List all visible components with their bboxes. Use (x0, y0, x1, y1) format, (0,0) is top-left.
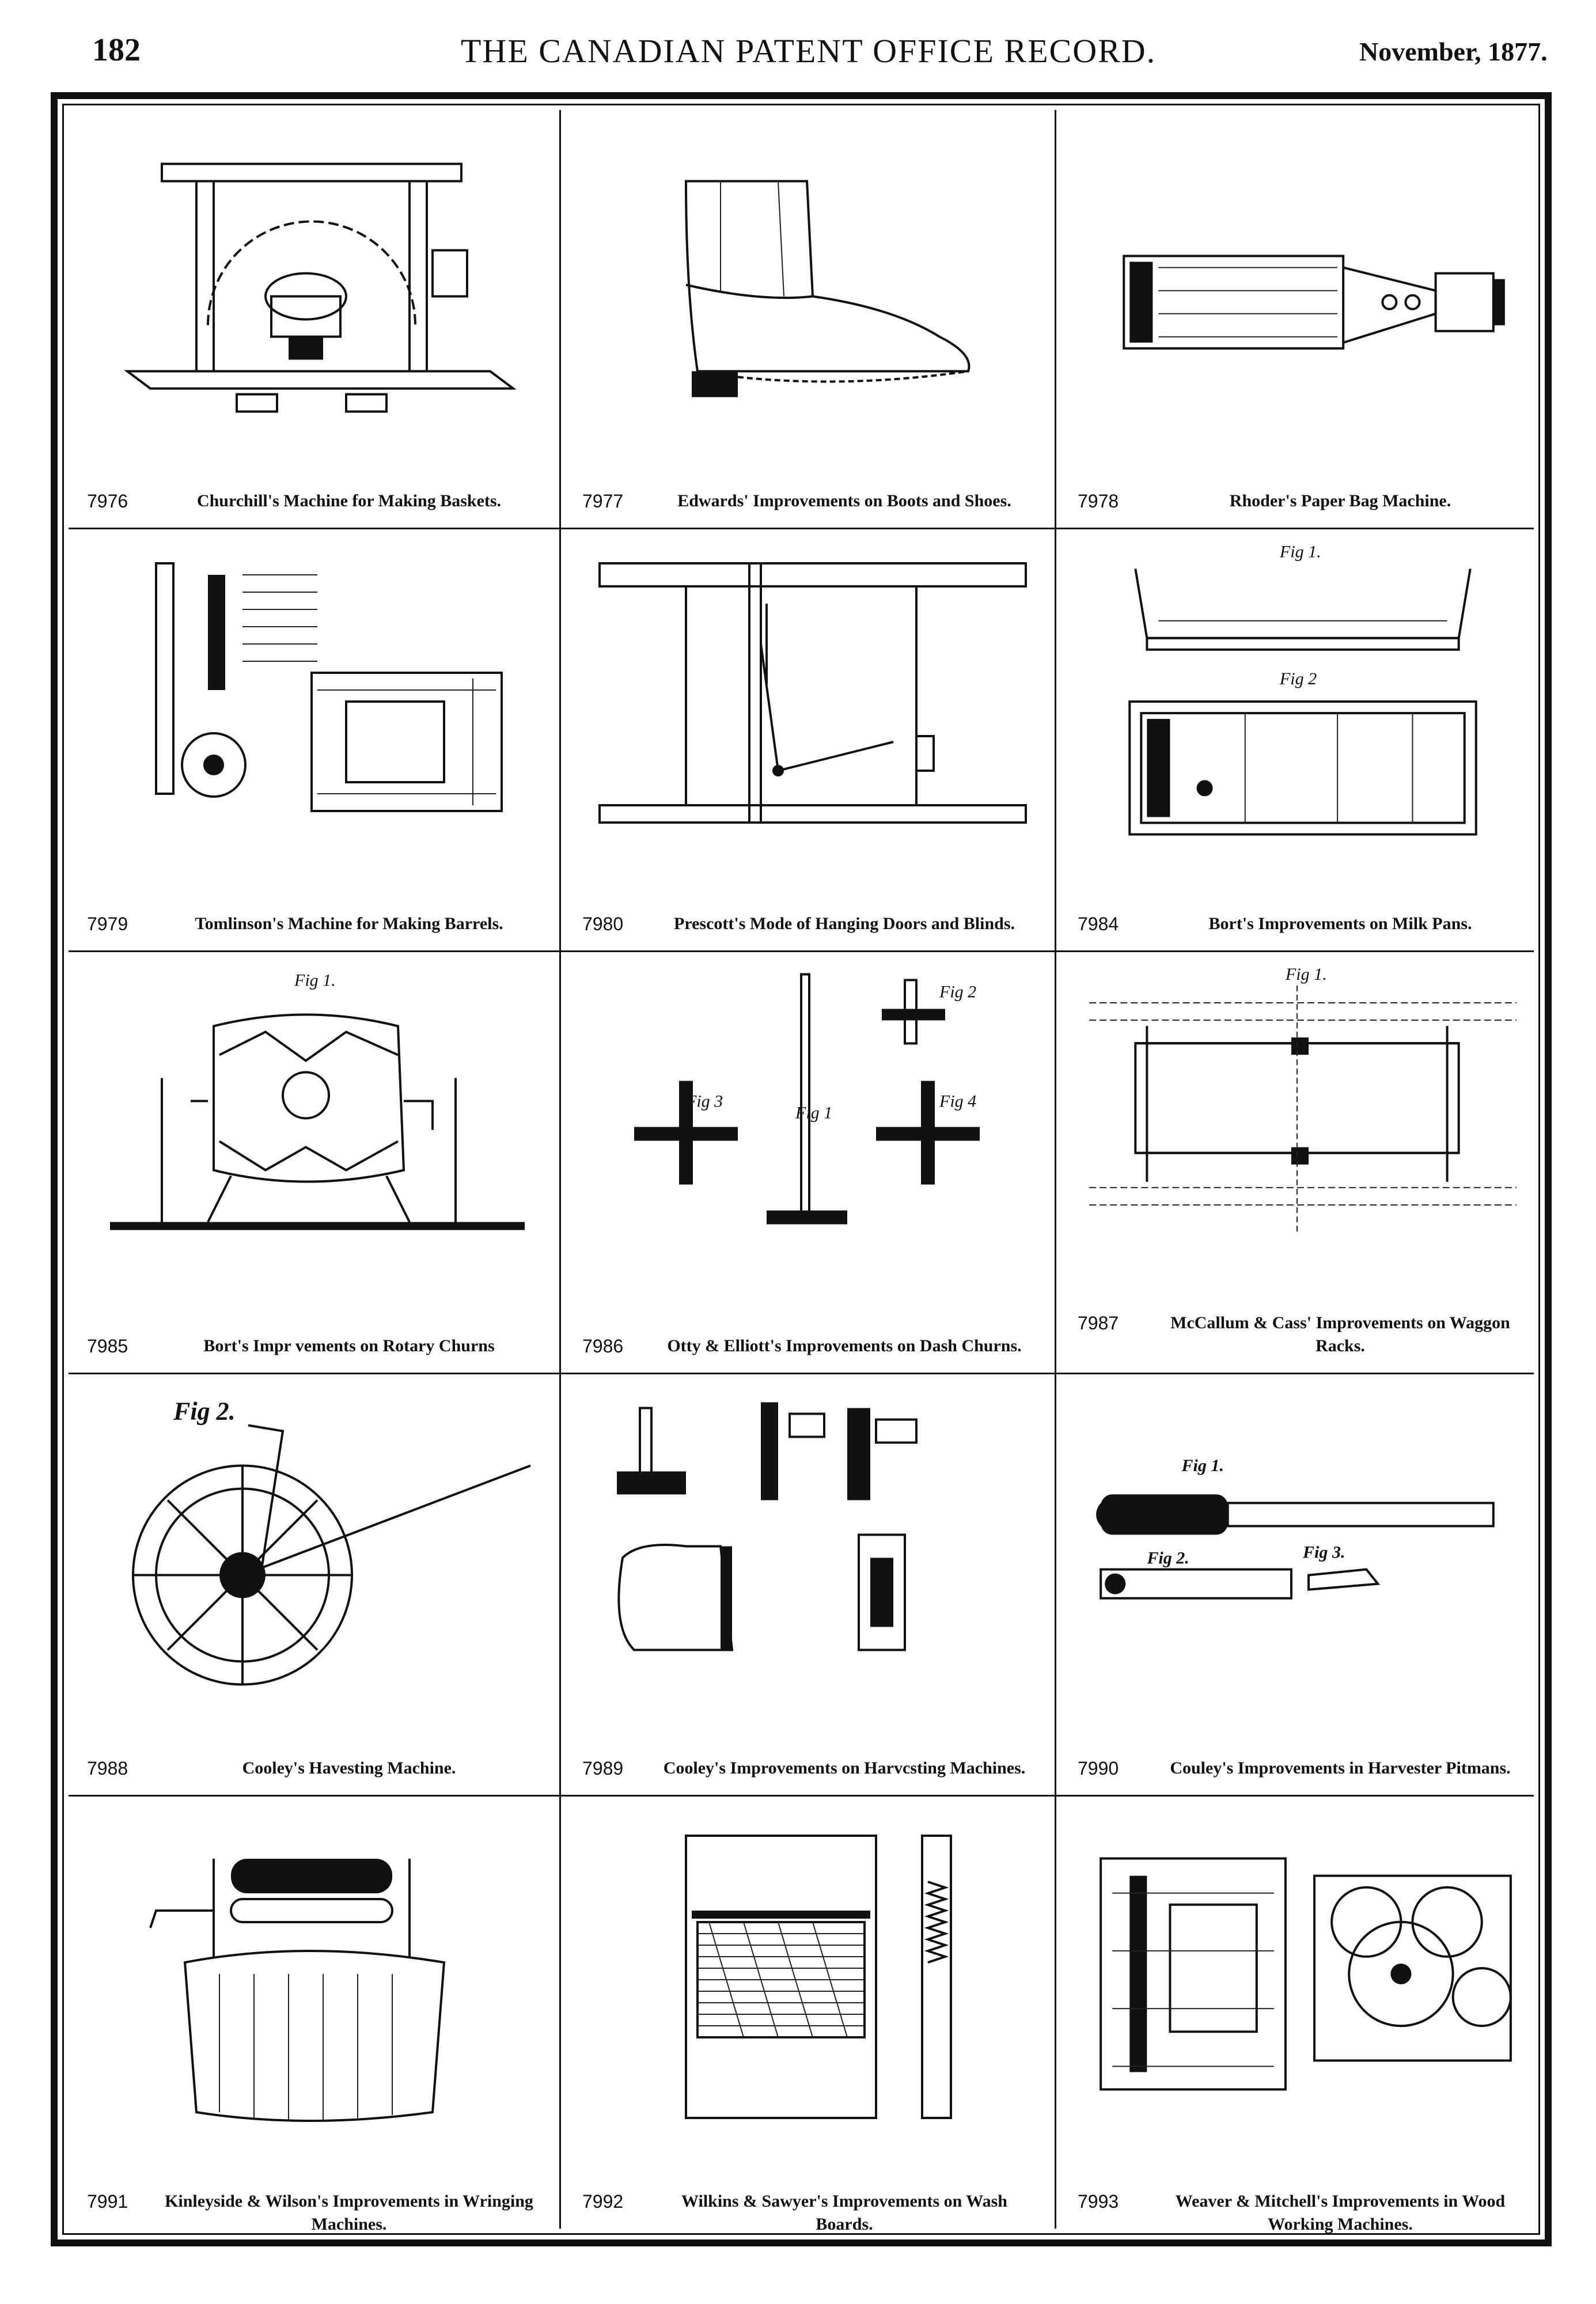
patent-number: 7989 (582, 1758, 624, 1779)
door-hanging-illustration (598, 562, 1027, 824)
patent-caption: 7990 Couley's Improvements in Harvester … (1078, 1757, 1534, 1780)
patent-caption: 7978 Rhoder's Paper Bag Machine. (1078, 490, 1534, 513)
wood-working-machine-illustration (1100, 1857, 1512, 2091)
patent-caption: 7989 Cooley's Improvements on Harvcsting… (582, 1757, 1037, 1780)
patent-cell-7976: 7976 Churchill's Machine for Making Bask… (64, 105, 559, 528)
grid-divider (1055, 110, 1056, 2229)
patent-caption: 7976 Churchill's Machine for Making Bask… (87, 490, 542, 513)
patent-title: Otty & Elliott's Improvements on Dash Ch… (667, 1336, 1022, 1355)
patent-grid-frame: 7976 Churchill's Machine for Making Bask… (51, 92, 1552, 2246)
patent-caption: 7991 Kinleyside & Wilson's Improvements … (87, 2190, 542, 2236)
patent-title: Cooley's Havesting Machine. (242, 1759, 456, 1778)
barrel-machine-illustration (155, 562, 503, 812)
dash-churn-illustration: Fig 2 Fig 3 Fig 1 Fig 4 (634, 973, 980, 1225)
wash-board-illustration (685, 1835, 952, 2119)
patent-number: 7988 (87, 1758, 128, 1779)
patent-caption: 7979 Tomlinson's Machine for Making Barr… (87, 912, 542, 935)
patent-cell-7988: Fig 2. 7988 Cooley's Havesting Machine. (64, 1373, 559, 1795)
figure-label: Fig 2 (939, 983, 976, 1002)
patent-number: 7980 (582, 914, 624, 934)
harvesting-machine-parts-illustration (617, 1402, 918, 1651)
grid-divider (69, 1373, 1534, 1374)
rotary-churn-illustration: Fig 1. (110, 971, 525, 1230)
page-number: 182 (92, 32, 141, 68)
figure-label: Fig 1. (1181, 1456, 1224, 1475)
patent-cell-7986: Fig 2 Fig 3 Fig 1 Fig 4 7986 Otty & Elli… (559, 950, 1055, 1373)
figure-label: Fig 4 (939, 1092, 976, 1111)
patent-caption: 7986 Otty & Elliott's Improvements on Da… (582, 1335, 1037, 1358)
patent-cell-7989: 7989 Cooley's Improvements on Harvcsting… (559, 1373, 1055, 1795)
patent-cell-7978: 7978 Rhoder's Paper Bag Machine. (1055, 105, 1551, 528)
grid-divider (559, 110, 561, 2229)
grid-divider (69, 1795, 1534, 1797)
patent-cell-7985: Fig 1. 7985 Bort's Impr vements on Rotar… (64, 950, 559, 1373)
page-header: 182 THE CANADIAN PATENT OFFICE RECORD. N… (0, 32, 1596, 84)
patent-title: Prescott's Mode of Hanging Doors and Bli… (674, 914, 1015, 933)
patent-title: Tomlinson's Machine for Making Barrels. (195, 914, 503, 933)
patent-caption: 7988 Cooley's Havesting Machine. (87, 1757, 542, 1780)
patent-cell-7987: Fig 1. 7987 McCallum & Cass' Improvement… (1055, 950, 1551, 1373)
boot-illustration (684, 180, 971, 397)
figure-label: Fig 2. (173, 1397, 236, 1426)
patent-title: Churchill's Machine for Making Baskets. (196, 491, 502, 510)
patent-number: 7977 (582, 491, 624, 511)
figure-label: Fig 1. (294, 971, 336, 990)
patent-cell-7980: 7980 Prescott's Mode of Hanging Doors an… (559, 528, 1055, 950)
patent-number: 7990 (1078, 1758, 1119, 1779)
patent-title: Cooley's Improvements on Harvcsting Mach… (663, 1759, 1026, 1778)
patent-number: 7993 (1078, 2191, 1119, 2212)
patent-number: 7987 (1078, 1313, 1119, 1333)
grid-divider (69, 950, 1534, 952)
patent-title: Edwards' Improvements on Boots and Shoes… (677, 491, 1011, 510)
patent-title: Rhoder's Paper Bag Machine. (1229, 491, 1451, 510)
patent-grid: 7976 Churchill's Machine for Making Bask… (62, 104, 1540, 2235)
publication-title: THE CANADIAN PATENT OFFICE RECORD. (461, 32, 1157, 70)
patent-title: Bort's Impr vements on Rotary Churns (203, 1336, 495, 1355)
harvester-pitman-illustration: Fig 1. Fig 2. Fig 3. (1096, 1456, 1495, 1600)
patent-caption: 7984 Bort's Improvements on Milk Pans. (1078, 912, 1534, 935)
patent-number: 7984 (1078, 914, 1119, 934)
figure-label: Fig 2. (1146, 1548, 1189, 1568)
patent-caption: 7993 Weaver & Mitchell's Improvements in… (1078, 2190, 1534, 2236)
figure-label: Fig 2 (1279, 669, 1317, 688)
patent-number: 7985 (87, 1336, 128, 1356)
figure-label: Fig 3. (1302, 1543, 1345, 1562)
grid-divider (69, 528, 1534, 529)
patent-title: Wilkins & Sawyer's Improvements on Wash … (681, 2192, 1007, 2234)
patent-number: 7986 (582, 1336, 624, 1356)
patent-title: Kinleyside & Wilson's Improvements in Wr… (165, 2192, 533, 2234)
patent-caption: 7985 Bort's Impr vements on Rotary Churn… (87, 1335, 542, 1358)
figure-label: Fig 1. (1285, 964, 1327, 984)
patent-caption: 7977 Edwards' Improvements on Boots and … (582, 490, 1037, 513)
basket-machine-illustration (124, 162, 517, 413)
patent-cell-7993: 7993 Weaver & Mitchell's Improvements in… (1055, 1795, 1551, 2251)
patent-title: Bort's Improvements on Milk Pans. (1208, 914, 1472, 933)
patent-cell-7992: 7992 Wilkins & Sawyer's Improvements on … (559, 1795, 1055, 2251)
patent-cell-7977: 7977 Edwards' Improvements on Boots and … (559, 105, 1055, 528)
milk-pan-illustration: Fig 1. Fig 2 (1128, 541, 1477, 836)
patent-caption: 7992 Wilkins & Sawyer's Improvements on … (582, 2190, 1037, 2236)
patent-title: McCallum & Cass' Improvements on Waggon … (1170, 1313, 1510, 1355)
patent-caption: 7987 McCallum & Cass' Improvements on Wa… (1078, 1312, 1534, 1358)
patent-number: 7991 (87, 2191, 128, 2212)
patent-title: Couley's Improvements in Harvester Pitma… (1170, 1759, 1511, 1778)
patent-cell-7991: 7991 Kinleyside & Wilson's Improvements … (64, 1795, 559, 2251)
patent-cell-7979: 7979 Tomlinson's Machine for Making Barr… (64, 528, 559, 950)
harvesting-machine-illustration: Fig 2. (132, 1397, 531, 1686)
patent-caption: 7980 Prescott's Mode of Hanging Doors an… (582, 912, 1037, 935)
patent-cell-7984: Fig 1. Fig 2 7984 Bort's Improvements on… (1055, 528, 1551, 950)
patent-cell-7990: Fig 1. Fig 2. Fig 3. 7990 Couley's Impro… (1055, 1373, 1551, 1795)
paper-bag-machine-illustration (1123, 255, 1505, 350)
waggon-rack-illustration: Fig 1. (1089, 964, 1517, 1234)
patent-title: Weaver & Mitchell's Improvements in Wood… (1175, 2192, 1506, 2234)
figure-label: Fig 1. (1279, 541, 1321, 561)
patent-number: 7979 (87, 914, 128, 934)
patent-number: 7976 (87, 491, 128, 511)
issue-date: November, 1877. (1359, 37, 1548, 66)
patent-number: 7992 (582, 2191, 624, 2212)
patent-number: 7978 (1078, 491, 1119, 511)
wringing-machine-illustration (149, 1859, 446, 2122)
